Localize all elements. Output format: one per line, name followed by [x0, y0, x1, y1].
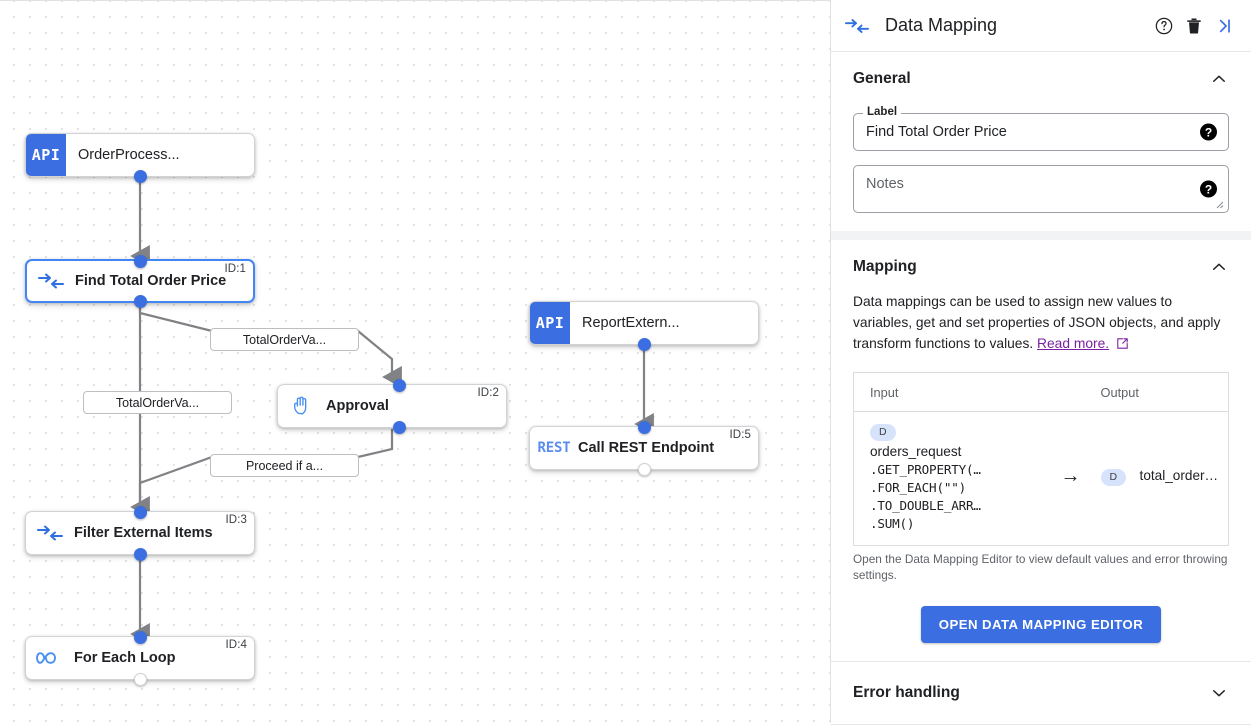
input-variable-name: orders_request: [870, 444, 962, 460]
error-handling-section-header[interactable]: Error handling: [831, 662, 1251, 724]
node-label: OrderProcess...: [78, 147, 180, 163]
node-id-tag: ID:5: [729, 429, 751, 441]
node-filter-external-items[interactable]: Filter External Items ID:3: [25, 505, 255, 561]
input-type-badge: D: [870, 424, 896, 442]
node-id-tag: ID:4: [225, 639, 247, 651]
error-handling-section: Error handling: [831, 661, 1251, 725]
input-transform-3: .TO_DOUBLE_ARR…: [870, 498, 981, 514]
mapping-section-header[interactable]: Mapping: [831, 240, 1251, 285]
node-output-connector[interactable]: [637, 462, 651, 476]
data-mapping-icon: [27, 273, 75, 289]
node-output-connector[interactable]: [637, 337, 651, 351]
chevron-up-icon[interactable]: [1209, 69, 1229, 89]
section-gap: [831, 231, 1251, 240]
node-approval[interactable]: Approval ID:2: [277, 378, 507, 434]
node-label: For Each Loop: [74, 650, 176, 666]
node-id-tag: ID:3: [225, 514, 247, 526]
mapping-title: Mapping: [853, 258, 917, 275]
input-transform-1: .GET_PROPERTY(…: [870, 462, 981, 478]
read-more-link[interactable]: Read more.: [1037, 336, 1110, 352]
mapping-description: Data mappings can be used to assign new …: [853, 291, 1229, 356]
node-output-connector[interactable]: [133, 294, 147, 308]
notes-field[interactable]: Notes ?: [853, 165, 1229, 213]
chevron-up-icon[interactable]: [1209, 257, 1229, 277]
node-input-connector[interactable]: [393, 378, 406, 392]
api-icon: API: [26, 134, 66, 176]
general-section: General Label Find Total Order Price ? N…: [831, 52, 1251, 231]
output-variable-name: total_order…: [1139, 468, 1219, 484]
external-link-icon[interactable]: [1116, 335, 1129, 356]
data-mapping-icon: [26, 525, 74, 541]
node-id-tag: ID:1: [224, 263, 246, 275]
mapping-hint: Open the Data Mapping Editor to view def…: [853, 552, 1228, 583]
general-section-header[interactable]: General: [831, 52, 1251, 97]
input-transform-2: .FOR_EACH(""): [870, 480, 966, 496]
node-output-connector[interactable]: [393, 420, 406, 434]
node-label: ReportExtern...: [582, 315, 680, 331]
hand-icon: [278, 395, 326, 417]
node-input-connector[interactable]: [133, 505, 147, 519]
node-input-connector[interactable]: [637, 420, 651, 434]
table-row[interactable]: D orders_request .GET_PROPERTY(… .FOR_EA…: [854, 412, 1229, 546]
chevron-down-icon[interactable]: [1209, 683, 1229, 703]
output-type-badge: D: [1100, 469, 1127, 487]
workflow-edges: [130, 177, 654, 645]
node-input-connector[interactable]: [133, 630, 147, 644]
mapping-arrow-icon: →: [1060, 465, 1081, 488]
label-field-value: Find Total Order Price: [866, 124, 1007, 140]
node-input-connector[interactable]: [133, 254, 147, 268]
general-title: General: [853, 70, 911, 87]
mapping-output-cell: D total_order…: [1089, 412, 1229, 546]
label-help-icon[interactable]: ?: [1200, 123, 1217, 141]
node-api-orderprocess[interactable]: API OrderProcess...: [25, 133, 255, 183]
label-field[interactable]: Label Find Total Order Price ?: [853, 106, 1229, 151]
collapse-right-icon[interactable]: [1209, 11, 1239, 41]
input-transform-4: .SUM(): [870, 516, 915, 532]
mapping-table-header-row: Input Output: [853, 372, 1229, 413]
mapping-section-body: Data mappings can be used to assign new …: [831, 285, 1251, 661]
resize-handle-icon[interactable]: [1215, 200, 1224, 209]
open-data-mapping-editor-button[interactable]: OPEN DATA MAPPING EDITOR: [920, 606, 1162, 644]
node-output-connector[interactable]: [133, 547, 147, 561]
rest-icon: REST: [537, 440, 571, 456]
mapping-input-cell: D orders_request .GET_PROPERTY(… .FOR_EA…: [854, 412, 1037, 546]
properties-panel: Data Mapping General: [830, 0, 1251, 725]
node-label: Find Total Order Price: [75, 273, 227, 289]
edge-label-totalorderva-left[interactable]: TotalOrderVa...: [83, 391, 232, 414]
panel-title: Data Mapping: [885, 15, 998, 35]
mapping-description-text: Data mappings can be used to assign new …: [853, 294, 1221, 352]
node-find-total-order-price[interactable]: Find Total Order Price ID:1: [25, 254, 255, 308]
help-circle-icon[interactable]: [1149, 11, 1179, 41]
node-output-connector[interactable]: [133, 672, 147, 686]
node-output-connector[interactable]: [133, 169, 147, 183]
workflow-canvas[interactable]: API OrderProcess... Find Total Order Pri…: [0, 0, 830, 723]
infinity-icon: [26, 650, 74, 666]
trash-icon[interactable]: [1179, 11, 1209, 41]
panel-header: Data Mapping: [831, 0, 1251, 52]
node-label: Filter External Items: [74, 525, 213, 541]
node-api-reportextern[interactable]: API ReportExtern...: [529, 301, 759, 351]
label-field-legend: Label: [863, 106, 902, 118]
node-for-each-loop[interactable]: For Each Loop ID:4: [25, 630, 255, 686]
mapping-section: Mapping Data mappings can be used to ass…: [831, 240, 1251, 662]
column-header-input: Input: [853, 372, 1089, 413]
error-handling-title: Error handling: [853, 684, 960, 702]
notes-help-icon[interactable]: ?: [1200, 180, 1217, 198]
general-section-body: Label Find Total Order Price ? Notes ?: [831, 97, 1251, 231]
node-id-tag: ID:2: [477, 387, 499, 399]
node-label: Call REST Endpoint: [578, 440, 715, 456]
notes-placeholder: Notes: [866, 176, 904, 192]
mapping-table: Input Output D orders_request .GET_PROPE…: [853, 372, 1229, 547]
column-header-output: Output: [1088, 372, 1229, 413]
api-icon: API: [530, 302, 570, 344]
edge-label-totalorderva-top[interactable]: TotalOrderVa...: [210, 328, 359, 351]
node-call-rest-endpoint[interactable]: REST Call REST Endpoint ID:5: [529, 420, 759, 476]
data-mapping-icon: [845, 18, 873, 34]
node-label: Approval: [326, 398, 389, 414]
edge-label-proceed[interactable]: Proceed if a...: [210, 454, 359, 477]
